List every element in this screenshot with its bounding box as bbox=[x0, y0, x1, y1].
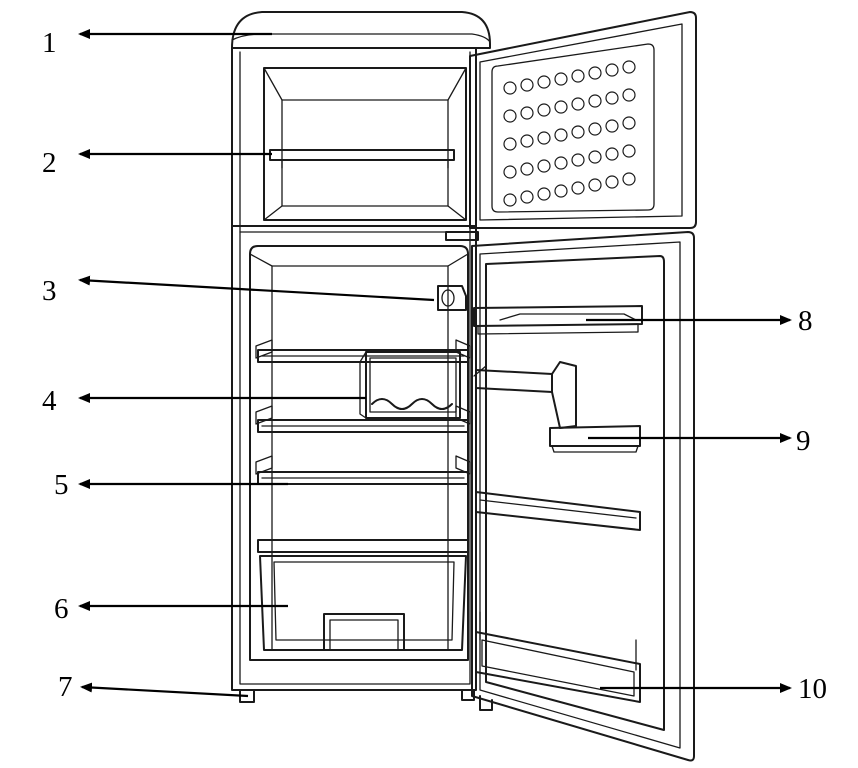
thermostat-light bbox=[437, 285, 467, 311]
embossed-dot bbox=[571, 69, 585, 83]
lower-glass-shelf bbox=[257, 471, 469, 485]
freezer-door bbox=[445, 11, 697, 241]
fridge-compartment bbox=[249, 245, 471, 661]
freezer-compartment bbox=[263, 67, 467, 221]
callout-label-9: 9 bbox=[796, 425, 811, 457]
upper-glass-shelf bbox=[257, 349, 469, 363]
embossed-dot bbox=[503, 109, 517, 123]
embossed-dot bbox=[588, 94, 602, 108]
door-lower-shelf bbox=[475, 491, 641, 531]
embossed-dot bbox=[537, 103, 551, 117]
embossed-dot bbox=[554, 156, 568, 170]
embossed-dot bbox=[622, 88, 636, 102]
fridge-cabinet bbox=[231, 11, 491, 703]
freezer-door-embossing bbox=[503, 60, 636, 207]
embossed-dot bbox=[520, 78, 534, 92]
callout-5: 5 bbox=[54, 469, 288, 501]
callout-label-10: 10 bbox=[798, 673, 827, 705]
callout-7: 7 bbox=[58, 671, 249, 703]
freezer-shelf bbox=[269, 149, 455, 161]
embossed-dot bbox=[605, 175, 619, 189]
embossed-dot bbox=[605, 119, 619, 133]
middle-glass-shelf bbox=[257, 419, 469, 433]
callout-label-6: 6 bbox=[54, 593, 69, 625]
callout-10: 10 bbox=[600, 673, 827, 705]
embossed-dot bbox=[605, 147, 619, 161]
embossed-dot bbox=[537, 75, 551, 89]
callout-9: 9 bbox=[588, 425, 811, 457]
callout-label-2: 2 bbox=[42, 147, 57, 179]
embossed-dot bbox=[520, 134, 534, 148]
door-bottle-guard bbox=[473, 361, 577, 429]
embossed-dot bbox=[605, 63, 619, 77]
embossed-dot bbox=[571, 125, 585, 139]
callout-8: 8 bbox=[586, 305, 813, 337]
callout-label-1: 1 bbox=[42, 27, 57, 59]
embossed-dot bbox=[588, 122, 602, 136]
fridge-door bbox=[471, 231, 695, 762]
embossed-dot bbox=[622, 60, 636, 74]
embossed-dot bbox=[554, 128, 568, 142]
front-foot-right bbox=[461, 689, 475, 701]
callout-label-5: 5 bbox=[54, 469, 69, 501]
embossed-dot bbox=[537, 131, 551, 145]
embossed-dot bbox=[503, 81, 517, 95]
embossed-dot bbox=[588, 178, 602, 192]
door-middle-shelf bbox=[549, 425, 641, 453]
embossed-dot bbox=[588, 150, 602, 164]
callout-6: 6 bbox=[54, 593, 288, 625]
top-cover bbox=[231, 11, 491, 49]
embossed-dot bbox=[520, 162, 534, 176]
callout-3: 3 bbox=[42, 275, 435, 307]
embossed-dot bbox=[571, 181, 585, 195]
embossed-dot bbox=[537, 159, 551, 173]
callout-label-4: 4 bbox=[42, 385, 57, 417]
callout-2: 2 bbox=[42, 147, 272, 179]
embossed-dot bbox=[520, 106, 534, 120]
callout-label-7: 7 bbox=[58, 671, 73, 703]
door-dairy-shelf bbox=[473, 305, 643, 335]
callout-4: 4 bbox=[42, 385, 366, 417]
embossed-dot bbox=[554, 184, 568, 198]
callout-arrow-7 bbox=[80, 682, 249, 698]
embossed-dot bbox=[571, 153, 585, 167]
embossed-dot bbox=[622, 144, 636, 158]
bottle-rack bbox=[359, 351, 461, 419]
door-bottle-shelf bbox=[475, 611, 641, 703]
embossed-dot bbox=[588, 66, 602, 80]
callout-1: 1 bbox=[42, 27, 272, 59]
embossed-dot bbox=[503, 137, 517, 151]
embossed-dot bbox=[520, 190, 534, 204]
embossed-dot bbox=[554, 72, 568, 86]
embossed-dot bbox=[503, 165, 517, 179]
embossed-dot bbox=[503, 193, 517, 207]
embossed-dot bbox=[605, 91, 619, 105]
callout-label-3: 3 bbox=[42, 275, 57, 307]
embossed-dot bbox=[622, 116, 636, 130]
crisper-drawer bbox=[259, 555, 467, 651]
embossed-dot bbox=[571, 97, 585, 111]
embossed-dot bbox=[537, 187, 551, 201]
callout-arrow-3 bbox=[78, 275, 435, 302]
embossed-dot bbox=[554, 100, 568, 114]
embossed-dot bbox=[622, 172, 636, 186]
callout-label-8: 8 bbox=[798, 305, 813, 337]
